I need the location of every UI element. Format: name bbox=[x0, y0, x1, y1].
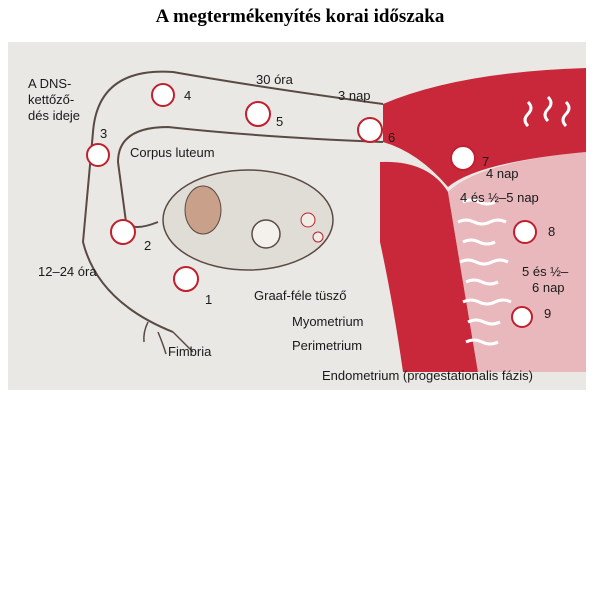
stage-cells bbox=[86, 83, 537, 328]
follicle-small-1 bbox=[300, 212, 316, 228]
corpus-luteum-body bbox=[184, 185, 222, 235]
label-4-days: 4 nap bbox=[486, 166, 519, 181]
dna-label-line2: kettőző- bbox=[28, 92, 75, 107]
uterus-wall bbox=[380, 161, 478, 372]
label-endometrium: Endometrium (progestationalis fázis) bbox=[322, 368, 533, 383]
stage-number-9: 9 bbox=[544, 306, 552, 321]
stage-cell-3 bbox=[86, 143, 110, 167]
label-5-6-days-line1: 5 és ½– bbox=[522, 264, 569, 279]
stage-number-4: 4 bbox=[184, 88, 192, 103]
label-30-hours: 30 óra bbox=[256, 72, 293, 87]
stage-number-7: 7 bbox=[482, 154, 490, 169]
graaf-follicle bbox=[251, 219, 281, 249]
follicle-small-2 bbox=[312, 231, 324, 243]
stage-cell-4 bbox=[151, 83, 175, 107]
figure-title: A megtermékenyítés korai időszaka bbox=[155, 6, 445, 27]
label-12-24-hours: 12–24 óra bbox=[38, 264, 97, 279]
stage-cell-1 bbox=[173, 266, 199, 292]
stage-number-5: 5 bbox=[276, 114, 284, 129]
stage-cell-8 bbox=[513, 220, 537, 244]
label-4-5-days: 4 és ½–5 nap bbox=[460, 190, 539, 205]
stage-number-6: 6 bbox=[388, 130, 396, 145]
stage-number-1: 1 bbox=[205, 292, 213, 307]
label-fimbria: Fimbria bbox=[168, 344, 212, 359]
stage-cell-2 bbox=[110, 219, 136, 245]
endometrial-glands bbox=[457, 95, 571, 346]
stage-number-3: 3 bbox=[100, 126, 108, 141]
stage-cell-6 bbox=[357, 117, 383, 143]
label-3-days: 3 nap bbox=[338, 88, 371, 103]
stage-cell-7 bbox=[450, 145, 476, 171]
stage-number-2: 2 bbox=[144, 238, 152, 253]
fertilization-diagram bbox=[81, 68, 586, 372]
stage-number-8: 8 bbox=[548, 224, 556, 239]
stage-cell-9 bbox=[511, 306, 533, 328]
label-myometrium: Myometrium bbox=[292, 314, 364, 329]
label-5-6-days-line2: 6 nap bbox=[532, 280, 565, 295]
uterine-horn-muscle bbox=[383, 68, 586, 187]
dna-label-line1: A DNS- bbox=[28, 76, 72, 91]
fimbria-ends bbox=[143, 321, 194, 355]
diagram-figure: A DNS- kettőző- dés ideje 30 óra 3 nap C… bbox=[8, 42, 586, 390]
label-corpus-luteum: Corpus luteum bbox=[130, 145, 215, 160]
label-perimetrium: Perimetrium bbox=[292, 338, 363, 353]
endometrium-layer bbox=[448, 152, 586, 372]
label-graaf-follicle: Graaf-féle tüsző bbox=[254, 288, 347, 303]
dna-label-line3: dés ideje bbox=[28, 108, 81, 123]
stage-cell-5 bbox=[245, 101, 271, 127]
